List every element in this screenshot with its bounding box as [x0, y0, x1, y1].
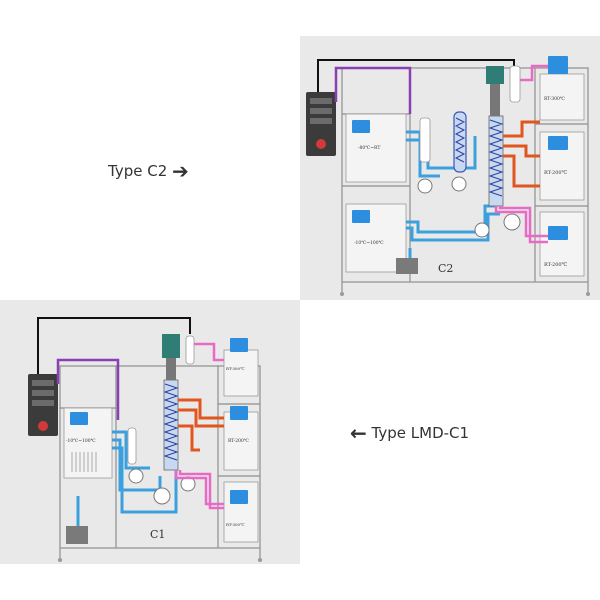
type-c2-label: Type C2 — [108, 162, 168, 180]
c1-frame — [59, 365, 261, 558]
type-c1-diagram-panel: -10℃~100℃ RT-300℃ RT-200℃ RT-300℃ — [0, 300, 300, 564]
c1-motor-shaft — [166, 358, 176, 380]
c2-chiller-temp: -80℃~RT — [358, 145, 380, 151]
c1-pink-lines — [174, 342, 224, 510]
c1-chiller: -10℃~100℃ — [63, 407, 113, 479]
c2-cold-trap — [419, 117, 431, 163]
c2-feed-vessel — [509, 65, 521, 103]
c1-heater-top-temp: RT-300℃ — [226, 366, 245, 371]
type-c2-caption: Type C2 ➔ — [108, 159, 189, 183]
c2-orange-lines — [503, 120, 540, 188]
c2-heater-top: RT-300℃ — [539, 56, 585, 121]
c1-power-cable — [37, 317, 191, 374]
c1-heater-mid: RT-200℃ — [223, 406, 259, 471]
type-c1-diagram: -10℃~100℃ RT-300℃ RT-200℃ RT-300℃ — [28, 317, 262, 562]
c1-heater-bottom: RT-300℃ — [223, 481, 259, 543]
c1-purple-line — [56, 358, 120, 420]
c2-motor-shaft — [490, 84, 500, 116]
c1-control-box — [28, 374, 58, 436]
c2-power-cable — [317, 59, 515, 92]
c1-heater-bottom-temp: RT-300℃ — [226, 522, 245, 527]
type-c1-caption: ← Type LMD-C1 — [350, 421, 469, 445]
c2-heater-mid-temp: RT-200℃ — [544, 170, 568, 176]
arrow-right-icon: ➔ — [172, 159, 189, 183]
c1-heater-mid-temp: RT-200℃ — [228, 438, 249, 444]
type-c1-label: Type LMD-C1 — [371, 424, 470, 442]
c1-cold-trap — [127, 427, 137, 465]
c2-condenser-coil — [454, 117, 466, 163]
c2-control-box — [306, 92, 336, 156]
c2-heater-top-temp: RT-300℃ — [544, 96, 565, 102]
c2-heater-bottom: RT-200℃ — [539, 211, 585, 277]
c2-pump-chiller-temp: -10℃~100℃ — [354, 240, 384, 246]
c2-heater-mid: RT-200℃ — [539, 131, 585, 201]
c1-motor — [162, 334, 180, 358]
c1-wheels — [58, 558, 262, 562]
c1-heater-top: RT-300℃ — [223, 338, 259, 397]
c1-flasks — [128, 468, 196, 505]
c1-column-coil — [163, 383, 179, 461]
c1-vacuum-pump — [66, 526, 88, 544]
c2-heater-bottom-temp: RT-200℃ — [544, 262, 568, 268]
c2-motor — [486, 66, 504, 84]
c1-orange-lines — [178, 398, 224, 452]
c1-feed-vessel — [185, 335, 195, 365]
c1-chiller-temp: -10℃~100℃ — [66, 438, 96, 444]
c2-column-coil — [488, 119, 504, 197]
arrow-left-icon: ← — [350, 421, 367, 445]
c2-wheels — [340, 292, 590, 296]
c2-flasks — [417, 176, 521, 238]
type-c2-diagram-panel: -80℃~RT -10℃~100℃ RT-300℃ RT-200℃ RT-200… — [300, 36, 600, 300]
c2-vacuum-pump — [396, 258, 418, 274]
c2-chiller: -80℃~RT — [345, 113, 407, 183]
c2-system-label: C2 — [438, 262, 453, 275]
type-c2-diagram: -80℃~RT -10℃~100℃ RT-300℃ RT-200℃ RT-200… — [306, 56, 590, 296]
c2-purple-line — [334, 66, 412, 114]
c2-pink-lines — [494, 64, 548, 244]
c1-blue-lines — [76, 430, 178, 526]
c1-system-label: C1 — [150, 528, 165, 541]
